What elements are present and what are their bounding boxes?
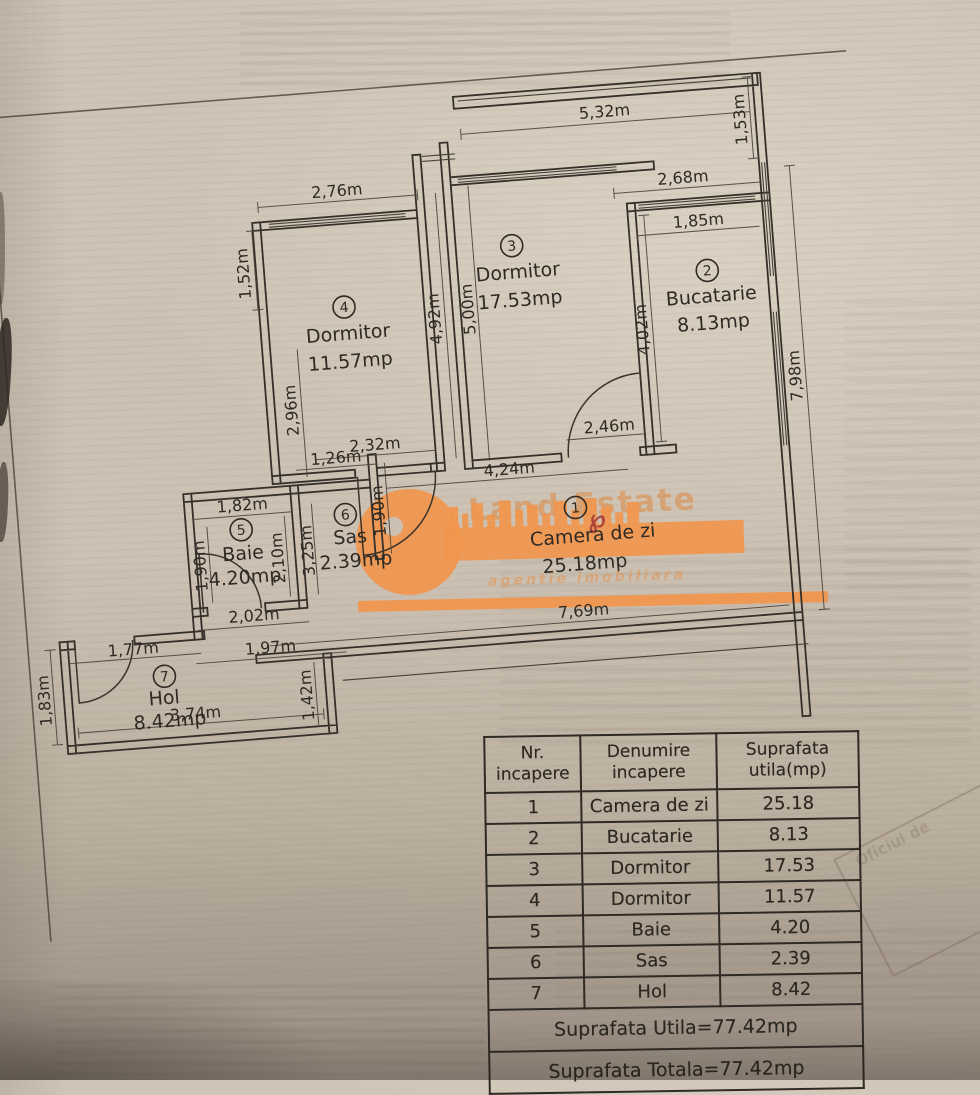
room-label-dormitor-4: 4 Dormitor 11.57mp xyxy=(305,295,394,376)
dim-label: 1,42m xyxy=(295,669,318,722)
dim-label: 2,32m xyxy=(349,433,402,456)
dim-label: 2,76m xyxy=(311,179,364,202)
header-denumire-incapere: Denumire incapere xyxy=(580,733,718,792)
header-nr-incapere: Nr. incapere xyxy=(484,735,582,793)
dim-label: 1,26m xyxy=(310,446,363,469)
door-arcs xyxy=(73,372,648,704)
svg-text:Camera de zi: Camera de zi xyxy=(529,519,656,551)
room-label-bucatarie: 2 Bucatarie 8.13mp xyxy=(665,258,758,337)
dim-label: 1,77m xyxy=(107,638,160,661)
svg-text:5: 5 xyxy=(236,522,246,539)
room-label-hol: 7 Hol 8.42mp xyxy=(133,664,207,735)
table-total-utila-row: Suprafata Utila=77.42mp xyxy=(488,1004,864,1052)
dim-label: 1,83m xyxy=(33,674,56,727)
svg-text:11.57mp: 11.57mp xyxy=(307,347,393,376)
svg-text:Sas: Sas xyxy=(332,525,367,550)
table-header-row: Nr. incapere Denumire incapere Suprafata… xyxy=(484,731,860,793)
dimension-labels: 5,32m 2,68m 1,85m 2,76m 2,46m 2,32m 4,24… xyxy=(33,93,807,727)
svg-text:8.42mp: 8.42mp xyxy=(133,707,207,735)
page-border-lines xyxy=(0,50,847,942)
dim-label: 7,98m xyxy=(784,350,807,403)
room-labels: 1 Camera de zi 25.18mp 2 Bucatarie 8.13m… xyxy=(133,233,758,735)
table-total-totala-row: Suprafata Totala=77.42mp xyxy=(489,1046,864,1094)
dim-label: 1,52m xyxy=(232,248,255,301)
svg-text:3: 3 xyxy=(507,238,517,255)
dimension-lines xyxy=(44,75,830,746)
dim-label: 7,69m xyxy=(557,599,610,622)
window-lines xyxy=(268,77,809,681)
dim-label: 1,82m xyxy=(216,494,269,517)
dim-label: 1,90m xyxy=(367,485,390,538)
svg-text:25.18mp: 25.18mp xyxy=(542,550,628,579)
svg-text:1: 1 xyxy=(570,500,580,517)
svg-text:4: 4 xyxy=(339,300,349,317)
dim-label: 1,85m xyxy=(672,209,725,232)
svg-text:Bucatarie: Bucatarie xyxy=(665,282,757,311)
dim-label: 5,32m xyxy=(578,100,631,123)
dim-label: 4,24m xyxy=(483,458,536,481)
area-table: Nr. incapere Denumire incapere Suprafata… xyxy=(483,730,865,1095)
dim-label: 1,53m xyxy=(729,93,752,146)
svg-text:Dormitor: Dormitor xyxy=(305,319,391,348)
svg-text:4.20mp: 4.20mp xyxy=(208,564,282,592)
svg-text:Hol: Hol xyxy=(148,686,181,710)
svg-text:Dormitor: Dormitor xyxy=(475,258,561,287)
dim-label: 2,96m xyxy=(280,384,303,437)
svg-text:8.13mp: 8.13mp xyxy=(676,309,750,337)
dim-label: 5,00m xyxy=(457,283,480,336)
room-label-dormitor-3: 3 Dormitor 17.53mp xyxy=(475,233,563,315)
svg-text:Baie: Baie xyxy=(221,541,264,566)
dim-label: 2,46m xyxy=(583,415,636,438)
dim-label: 3,25m xyxy=(296,524,319,577)
dim-label: 1,97m xyxy=(244,636,297,659)
dim-label: 1,90m xyxy=(189,540,212,593)
svg-text:2: 2 xyxy=(702,263,712,280)
header-suprafata-utila: Suprafata utila(mp) xyxy=(716,731,860,790)
room-label-camera-de-zi: 1 Camera de zi 25.18mp xyxy=(529,495,656,579)
svg-text:2.39mp: 2.39mp xyxy=(319,547,393,575)
dim-label: 4,02m xyxy=(631,303,654,356)
svg-text:6: 6 xyxy=(340,507,350,524)
dim-label: 2,10m xyxy=(267,532,290,585)
dim-label: 3,74m xyxy=(169,702,222,725)
svg-text:17.53mp: 17.53mp xyxy=(477,286,563,315)
svg-text:7: 7 xyxy=(159,669,169,686)
dim-label: 2,68m xyxy=(657,166,710,189)
dim-label: 4,92m xyxy=(423,293,446,346)
wall-outlines xyxy=(58,71,812,756)
dim-label: 2,02m xyxy=(228,604,281,627)
